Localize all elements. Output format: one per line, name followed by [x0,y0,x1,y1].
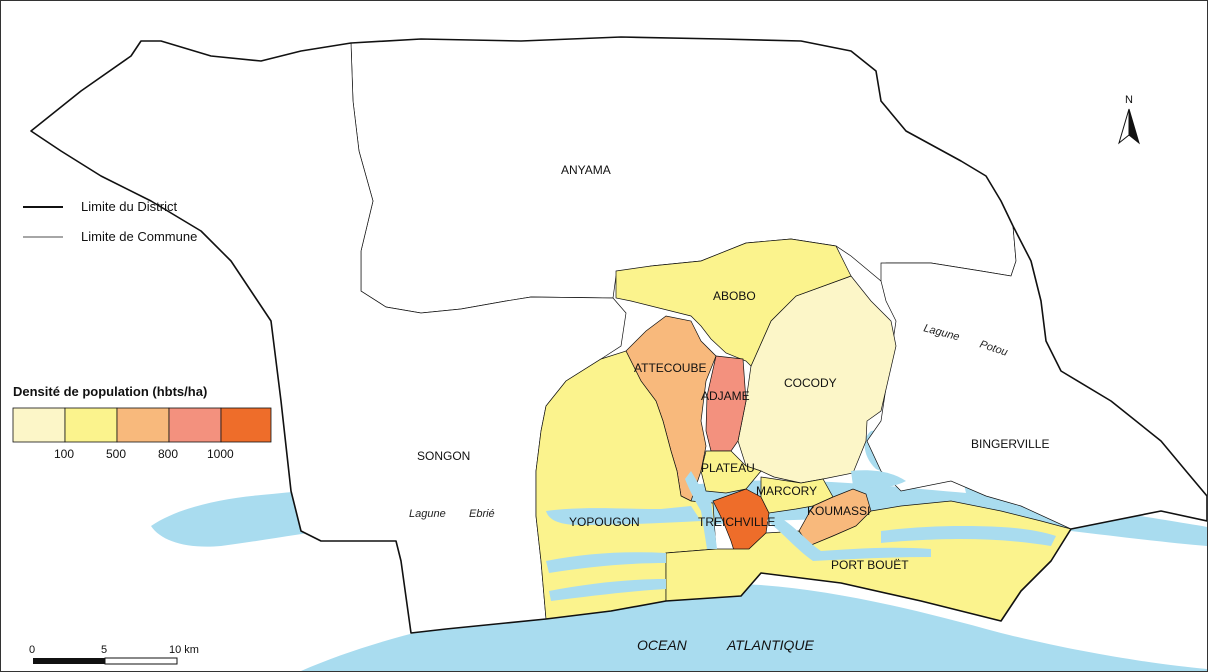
commune-abobo [615,238,852,367]
legend-tick-500: 500 [106,447,126,461]
lagune-inner-7 [881,526,1056,546]
north-arrow: N [1118,94,1140,145]
scale-bar: 0 5 10 km [29,644,199,665]
label-ocean-1: OCEAN [637,637,688,653]
scale-label-5: 5 [101,644,107,656]
label-cocody: COCODY [784,376,837,390]
scale-segment-1 [33,658,105,664]
legend-lines: Limite du District Limite de Commune [23,199,197,244]
scale-label-10: 10 km [169,644,199,656]
lagune-inner-5 [767,513,931,561]
district-boundary [30,36,1207,634]
label-koumassi: KOUMASSI [807,504,870,518]
lagune-inner-1 [546,506,701,525]
scale-segment-2 [104,657,178,665]
label-lagune-ebrie-1: Lagune [409,508,446,520]
label-plateau: PLATEAU [701,461,755,475]
lagune-inner-3 [549,579,666,601]
legend-tick-800: 800 [158,447,178,461]
north-arrow-right-half [1128,108,1140,145]
label-anyama: ANYAMA [561,163,611,177]
label-ocean-2: ATLANTIQUE [726,637,815,653]
legend-swatch-3 [116,407,170,443]
legend-swatch-1 [12,407,66,443]
lagune-inner-4 [685,471,717,549]
label-songon: SONGON [417,449,470,463]
lagune-inner-6 [851,470,906,488]
legend-swatch-2 [64,407,118,443]
label-abobo: ABOBO [713,289,756,303]
label-marcory: MARCORY [756,484,817,498]
legend-density-title: Densité de population (hbts/ha) [13,384,207,399]
north-arrow-left-half [1118,108,1130,145]
legend-swatch-4 [168,407,222,443]
legend-tick-1000: 1000 [207,447,234,461]
scale-label-0: 0 [29,644,35,656]
lagune-inner-2 [546,552,666,573]
legend-commune-label: Limite de Commune [81,229,197,244]
legend-swatch-5 [220,407,272,443]
legend-tick-100: 100 [54,447,74,461]
label-port-bouet: PORT BOUËT [831,558,909,572]
legend-district-label: Limite du District [81,199,177,214]
legend-density: Densité de population (hbts/ha) 100 500 … [12,384,272,461]
north-arrow-label: N [1125,94,1133,106]
label-lagune-ebrie-2: Ebrié [469,508,495,520]
label-attecoube: ATTECOUBE [634,361,706,375]
label-yopougon: YOPOUGON [569,515,640,529]
ocean [301,583,1207,671]
commune-bingerville [866,225,1207,530]
label-adjame: ADJAME [701,389,750,403]
label-bingerville: BINGERVILLE [971,437,1049,451]
label-treichville: TREICHVILLE [698,515,775,529]
